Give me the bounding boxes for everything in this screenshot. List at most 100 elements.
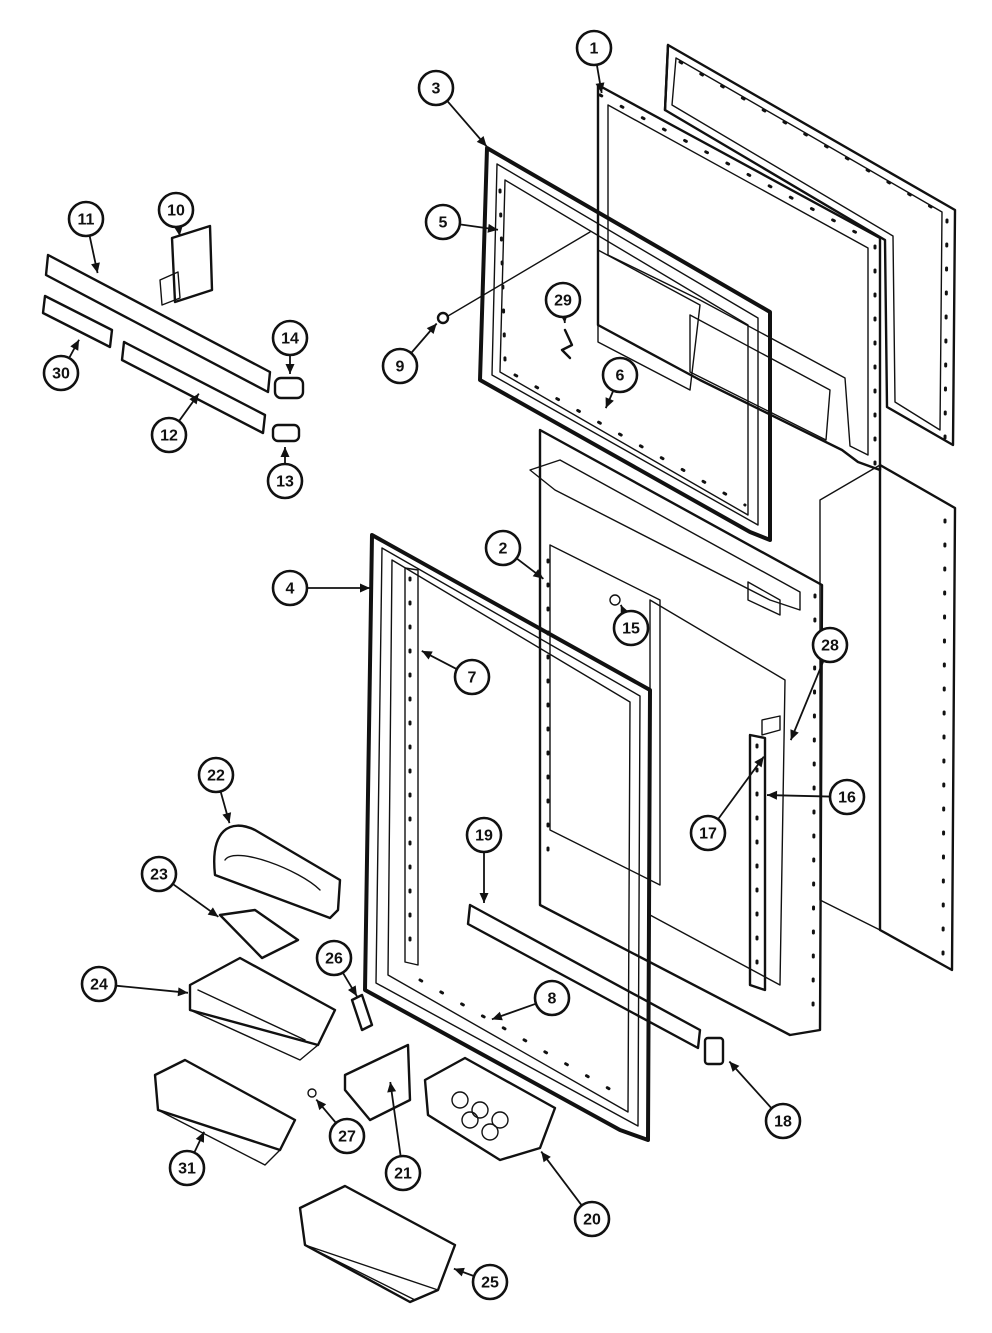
callout-circle	[544, 281, 582, 319]
callout-number: 28	[821, 638, 839, 655]
callout-19: 19	[465, 816, 503, 903]
callout-circle	[271, 319, 309, 357]
bottom-trim	[466, 903, 702, 1050]
callout-circle	[764, 1102, 802, 1140]
callout-18: 18	[728, 1060, 802, 1140]
dairy-door	[213, 824, 342, 920]
callout-9: 9	[381, 322, 438, 385]
callout-circle	[150, 416, 188, 454]
callout-arrowhead	[91, 262, 100, 274]
callout-arrowhead	[595, 82, 605, 94]
callout-leader-line	[389, 1081, 402, 1157]
callout-arrowhead	[532, 569, 544, 579]
callout-21: 21	[384, 1081, 422, 1192]
end-cap-lower	[271, 423, 301, 443]
callout-arrowhead	[754, 756, 764, 768]
upper-door-outer-panel	[663, 43, 957, 447]
callout-arrowhead	[729, 1061, 740, 1072]
callout-24: 24	[80, 965, 189, 1003]
callout-6: 6	[601, 356, 639, 409]
callout-number: 1	[590, 41, 599, 58]
callout-number: 12	[160, 428, 178, 445]
callout-12: 12	[150, 393, 200, 454]
callout-circle	[80, 965, 118, 1003]
callout-number: 21	[394, 1166, 412, 1183]
callout-arrowhead	[285, 364, 295, 374]
retainer-screw	[307, 1088, 317, 1098]
callout-arrowhead	[491, 1011, 503, 1021]
callout-13: 13	[266, 447, 304, 500]
callout-circle	[612, 609, 650, 647]
callout-7: 7	[421, 650, 491, 696]
callout-number: 6	[616, 368, 625, 385]
callout-28: 28	[789, 626, 849, 741]
callout-circle	[266, 462, 304, 500]
callout-number: 8	[548, 991, 557, 1008]
callout-number: 17	[699, 826, 717, 843]
callout-circle	[381, 347, 419, 385]
callout-number: 25	[481, 1275, 499, 1292]
callout-circle	[168, 1149, 206, 1187]
callout-leader-line	[446, 100, 488, 148]
callout-number: 7	[468, 670, 477, 687]
callout-8: 8	[491, 979, 571, 1021]
callout-17: 17	[689, 756, 765, 852]
callout-5: 5	[424, 203, 499, 241]
callout-number: 15	[622, 621, 640, 638]
door-bin	[188, 956, 337, 1061]
callout-number: 20	[583, 1212, 601, 1229]
callout-arrowhead	[316, 1099, 327, 1111]
callout-circle	[573, 1200, 611, 1238]
callout-leader-line	[540, 1151, 583, 1206]
callout-number: 31	[178, 1161, 196, 1178]
bushing	[703, 1036, 725, 1066]
callout-arrowhead	[347, 985, 357, 997]
callout-number: 9	[396, 359, 405, 376]
callout-20: 20	[540, 1151, 611, 1238]
callout-circle	[384, 1154, 422, 1192]
callout-circle	[828, 778, 866, 816]
callout-25: 25	[453, 1263, 509, 1301]
callout-circle	[533, 979, 571, 1017]
callout-14: 14	[271, 319, 309, 374]
callout-arrowhead	[177, 987, 189, 997]
callout-circle	[157, 191, 195, 229]
handle-bracket	[159, 224, 214, 306]
door-shelf-rail	[748, 715, 781, 992]
callout-2: 2	[484, 529, 544, 580]
callout-leader-line	[789, 660, 825, 741]
door-stop-pin	[609, 594, 621, 606]
callout-26: 26	[315, 939, 358, 997]
callout-circle	[453, 658, 491, 696]
callout-arrowhead	[387, 1081, 397, 1093]
callout-arrowhead	[222, 812, 232, 824]
large-door-bin	[298, 1184, 457, 1304]
callout-22: 22	[197, 756, 235, 824]
upper-door-inner-liner	[596, 83, 882, 472]
callout-number: 18	[774, 1114, 792, 1131]
handle-trim-lower	[120, 340, 267, 435]
callout-arrowhead	[487, 223, 499, 233]
screw	[436, 231, 591, 325]
callout-circle	[689, 814, 727, 852]
callout-number: 11	[78, 212, 95, 229]
callout-arrowhead	[476, 135, 487, 147]
callout-arrowhead	[541, 1151, 551, 1163]
small-door-bin	[153, 1058, 297, 1166]
callout-leader-line	[115, 984, 189, 994]
handle-trim-upper	[44, 253, 272, 394]
callout-circle	[42, 354, 80, 392]
dairy-hinge	[350, 993, 374, 1032]
callout-arrowhead	[426, 323, 437, 335]
callout-arrowhead	[195, 1131, 205, 1143]
callout-number: 13	[276, 474, 294, 491]
callout-16: 16	[766, 778, 866, 816]
callout-number: 5	[439, 215, 448, 232]
callout-29: 29	[544, 281, 582, 324]
callout-number: 22	[207, 768, 225, 785]
callout-circle	[417, 69, 455, 107]
egg-bucket	[423, 1056, 557, 1162]
callout-number: 24	[90, 977, 108, 994]
